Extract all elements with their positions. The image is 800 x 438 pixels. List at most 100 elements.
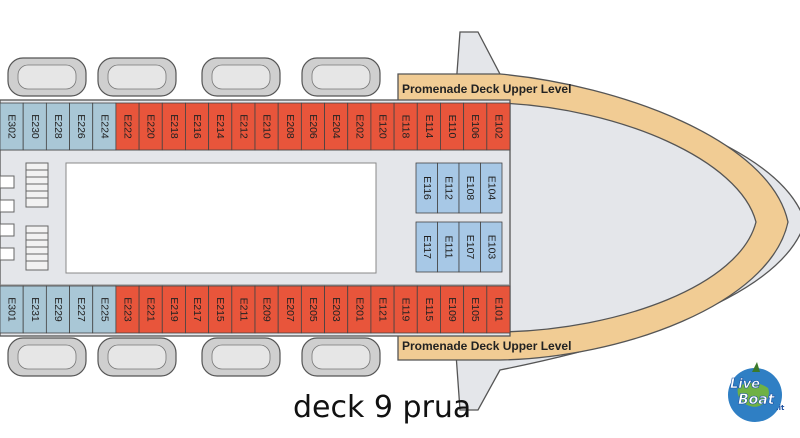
- cabin-number: E112: [442, 176, 454, 200]
- cabin-number: E212: [237, 114, 249, 139]
- cabin-e112[interactable]: E112: [437, 162, 460, 214]
- cabin-number: E211: [237, 298, 249, 322]
- cabin-e106[interactable]: E106: [463, 102, 488, 151]
- cabin-e223[interactable]: E223: [115, 285, 140, 334]
- cabin-number: E219: [168, 297, 180, 322]
- cabin-e209[interactable]: E209: [254, 285, 279, 334]
- cabin-number: E210: [261, 114, 273, 139]
- cabin-number: E228: [52, 114, 64, 139]
- cabin-e114[interactable]: E114: [416, 102, 441, 151]
- lifeboat: [201, 337, 281, 377]
- cabin-number: E221: [145, 297, 157, 322]
- cabin-e102[interactable]: E102: [486, 102, 511, 151]
- cabin-e117[interactable]: E117: [415, 221, 438, 273]
- cabin-e212[interactable]: E212: [231, 102, 256, 151]
- cabin-e204[interactable]: E204: [324, 102, 349, 151]
- cabin-number: E206: [307, 114, 319, 139]
- cabin-number: E105: [469, 297, 481, 322]
- cabin-e226[interactable]: E226: [69, 102, 94, 151]
- cabin-e301[interactable]: E301: [0, 285, 24, 334]
- cabin-e111[interactable]: E111: [437, 221, 460, 273]
- cabin-e221[interactable]: E221: [138, 285, 163, 334]
- cabin-e203[interactable]: E203: [324, 285, 349, 334]
- cabin-number: E111: [442, 236, 454, 259]
- cabin-e218[interactable]: E218: [161, 102, 186, 151]
- lifeboat: [301, 57, 381, 97]
- cabin-e217[interactable]: E217: [185, 285, 210, 334]
- cabin-e214[interactable]: E214: [208, 102, 233, 151]
- cabin-number: E220: [145, 114, 157, 139]
- cabin-e116[interactable]: E116: [415, 162, 438, 214]
- logo-word-live: Live: [730, 377, 760, 392]
- cabin-e208[interactable]: E208: [277, 102, 302, 151]
- cabin-number: E114: [423, 115, 435, 139]
- logo-word-boat: Boat: [738, 392, 776, 408]
- cabin-e107[interactable]: E107: [458, 221, 481, 273]
- cabin-e110[interactable]: E110: [440, 102, 465, 151]
- cabin-number: E118: [400, 115, 412, 139]
- cabin-number: E101: [492, 297, 504, 322]
- lifeboat: [7, 337, 87, 377]
- cabin-number: E215: [214, 297, 226, 322]
- cabin-e210[interactable]: E210: [254, 102, 279, 151]
- promenade-bottom-label: Promenade Deck Upper Level: [402, 339, 571, 353]
- promenade-deck: [397, 73, 789, 361]
- deck-caption: deck 9 prua: [293, 390, 471, 425]
- cabin-e101[interactable]: E101: [486, 285, 511, 334]
- cabin-e202[interactable]: E202: [347, 102, 372, 151]
- cabin-e219[interactable]: E219: [161, 285, 186, 334]
- lifeboat: [97, 57, 177, 97]
- cabin-e230[interactable]: E230: [22, 102, 47, 151]
- cabin-number: E104: [485, 176, 497, 201]
- cabin-e224[interactable]: E224: [92, 102, 117, 151]
- cabin-e103[interactable]: E103: [480, 221, 503, 273]
- liveboat-logo: Live Boat .it: [728, 362, 785, 422]
- cabin-e225[interactable]: E225: [92, 285, 117, 334]
- cabin-e220[interactable]: E220: [138, 102, 163, 151]
- cabin-number: E207: [284, 297, 296, 322]
- cabin-number: E109: [446, 297, 458, 322]
- cabin-e120[interactable]: E120: [370, 102, 395, 151]
- cabin-number: E302: [6, 114, 18, 139]
- cabin-e206[interactable]: E206: [300, 102, 325, 151]
- cabin-number: E214: [214, 114, 226, 139]
- cabin-number: E108: [464, 176, 476, 201]
- atrium: [65, 162, 377, 274]
- cabin-e105[interactable]: E105: [463, 285, 488, 334]
- cabin-number: E202: [353, 114, 365, 139]
- cabin-e216[interactable]: E216: [185, 102, 210, 151]
- cabin-e115[interactable]: E115: [416, 285, 441, 334]
- cabin-e229[interactable]: E229: [45, 285, 70, 334]
- promenade-top-label: Promenade Deck Upper Level: [402, 82, 571, 96]
- cabin-e207[interactable]: E207: [277, 285, 302, 334]
- cabin-e205[interactable]: E205: [300, 285, 325, 334]
- cabin-number: E208: [284, 114, 296, 139]
- cabin-e215[interactable]: E215: [208, 285, 233, 334]
- cabin-e222[interactable]: E222: [115, 102, 140, 151]
- cabin-number: E120: [377, 114, 389, 139]
- cabin-e211[interactable]: E211: [231, 285, 256, 334]
- cabin-number: E230: [29, 114, 41, 139]
- cabin-e109[interactable]: E109: [440, 285, 465, 334]
- cabin-e302[interactable]: E302: [0, 102, 24, 151]
- cabin-e227[interactable]: E227: [69, 285, 94, 334]
- cabin-e201[interactable]: E201: [347, 285, 372, 334]
- cabin-number: E103: [485, 235, 497, 260]
- cabin-e118[interactable]: E118: [393, 102, 418, 151]
- cabin-number: E107: [464, 235, 476, 260]
- cabin-e228[interactable]: E228: [45, 102, 70, 151]
- cabin-number: E203: [330, 297, 342, 322]
- cabin-e121[interactable]: E121: [370, 285, 395, 334]
- cabin-number: E205: [307, 297, 319, 322]
- cabin-number: E231: [29, 297, 41, 322]
- cabin-number: E117: [421, 235, 433, 259]
- cabin-e231[interactable]: E231: [22, 285, 47, 334]
- cabin-number: E110: [446, 115, 458, 139]
- cabin-e119[interactable]: E119: [393, 285, 418, 334]
- cabin-number: E226: [75, 114, 87, 139]
- cabin-e108[interactable]: E108: [458, 162, 481, 214]
- cabin-e104[interactable]: E104: [480, 162, 503, 214]
- lifeboats: [7, 57, 381, 377]
